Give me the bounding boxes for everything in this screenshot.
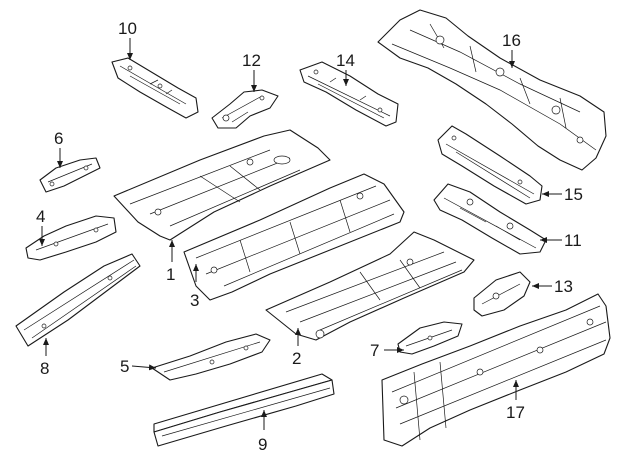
part-16-rear-floor-panel[interactable] [377,9,607,171]
callout-12: 12 [242,51,261,70]
part-12-plate[interactable] [211,89,279,129]
part-5-bracket[interactable] [151,333,271,381]
callout-17: 17 [506,403,525,422]
part-2-front-floor-pan[interactable] [265,231,475,341]
callout-6: 6 [54,129,63,148]
callout-4: 4 [36,207,45,226]
callout-7: 7 [370,341,379,360]
part-1-front-floor-pan[interactable] [113,129,331,241]
part-3-center-tunnel[interactable] [183,173,405,301]
part-17-side-body[interactable] [381,293,611,447]
part-7-bracket[interactable] [397,321,463,355]
callout-2: 2 [292,349,301,368]
part-4-bracket[interactable] [25,215,117,261]
callout-16: 16 [502,31,521,50]
part-8-sill-reinforcement[interactable] [15,253,141,347]
callout-3: 3 [190,291,199,310]
part-6-bracket[interactable] [39,157,101,193]
callout-5: 5 [120,357,129,376]
part-9-rocker-inner[interactable] [153,373,335,447]
part-10-bracket[interactable] [111,57,199,119]
leader-lines [39,38,562,430]
callout-13: 13 [554,277,573,296]
part-11-rear-rail[interactable] [433,183,547,255]
callout-15: 15 [564,185,583,204]
callout-9: 9 [258,435,267,454]
callout-10: 10 [118,19,137,38]
callout-11: 11 [564,231,582,250]
part-15-rear-crossmember[interactable] [437,125,543,205]
callout-8: 8 [40,359,49,378]
callout-14: 14 [336,51,355,70]
part-14-crossmember[interactable] [299,61,399,127]
callout-1: 1 [166,265,175,284]
part-13-plate[interactable] [473,271,531,317]
callout-labels: 10 12 14 16 6 4 15 11 1 3 2 13 8 5 7 9 1… [36,19,583,454]
